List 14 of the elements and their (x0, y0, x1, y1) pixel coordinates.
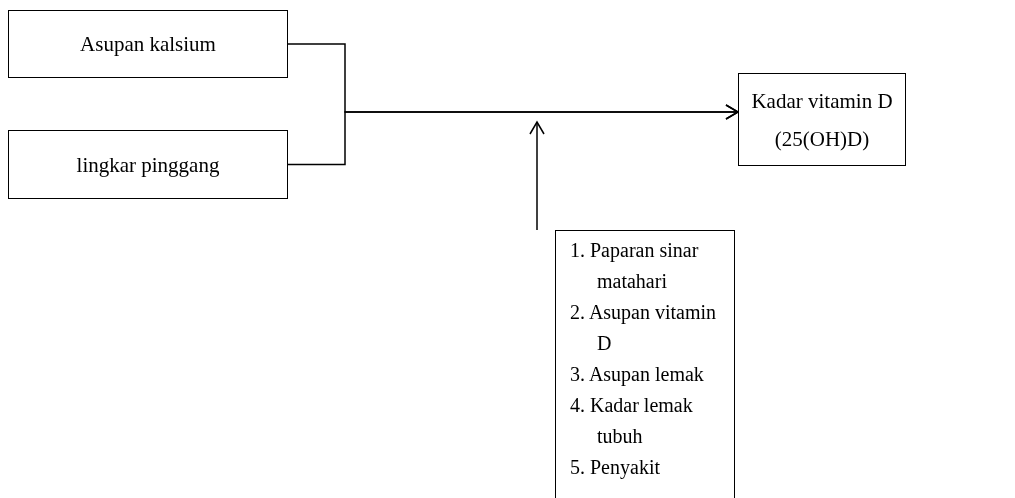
node-label: Asupan kalsium (80, 31, 216, 58)
arrow (287, 104, 739, 166)
variable-box (738, 73, 906, 166)
variable-box (8, 130, 288, 199)
list-item: 5. Penyakit (570, 455, 661, 481)
node-label: lingkar pinggang (76, 151, 220, 179)
list-item: 4. Kadar lemak tubuh (570, 393, 694, 449)
node-label: Kadar vitamin D (25(OH)D) (750, 87, 894, 153)
variable-box (8, 10, 288, 78)
arrow (529, 121, 545, 231)
list-item: 3. Asupan lemak (570, 362, 705, 388)
factor-list-box (555, 230, 735, 498)
list-item: 2. Asupan vitamin D (570, 300, 718, 356)
list-item: 1. Paparan sinar matahari (570, 238, 700, 294)
